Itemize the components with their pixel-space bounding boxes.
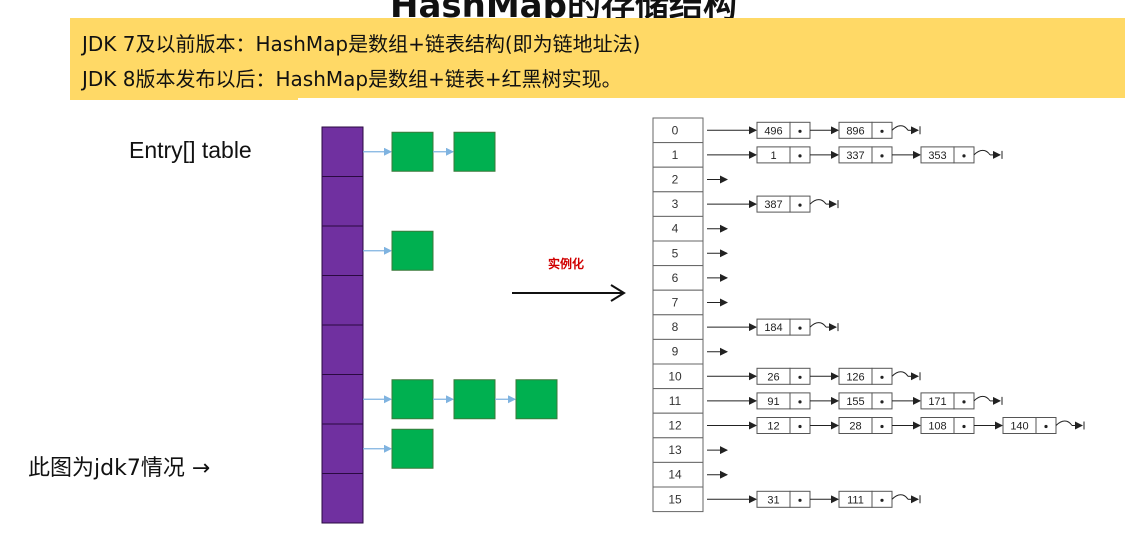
node-pointer-dot xyxy=(880,154,884,158)
node-pointer-dot xyxy=(880,498,884,502)
entry-node xyxy=(391,131,434,172)
bucket-index: 2 xyxy=(672,173,679,187)
tail-curve xyxy=(809,322,827,328)
entry-node xyxy=(453,131,496,172)
tail-curve xyxy=(1055,420,1073,426)
node-pointer-dot xyxy=(880,375,884,379)
bucket-index: 4 xyxy=(672,222,679,236)
tail-curve xyxy=(809,199,827,205)
bucket-index: 5 xyxy=(672,246,679,260)
node-value: 337 xyxy=(846,150,864,162)
bucket-index: 7 xyxy=(672,296,679,310)
node-value: 108 xyxy=(928,421,946,433)
node-value: 12 xyxy=(767,421,779,433)
node-pointer-dot xyxy=(798,424,802,429)
instantiate-arrow-group: 实例化 xyxy=(512,256,626,302)
entry-table-cell xyxy=(321,473,364,524)
bucket-index: 12 xyxy=(668,419,682,433)
entry-table-cell xyxy=(321,324,364,375)
node-pointer-dot xyxy=(962,400,966,404)
node-pointer-dot xyxy=(880,400,884,404)
bucket-cell xyxy=(652,486,704,513)
version-notes-box: JDK 7及以前版本：HashMap是数组+链表结构(即为链地址法) JDK 8… xyxy=(70,18,1125,98)
jdk7-note: JDK 7及以前版本：HashMap是数组+链表结构(即为链地址法) xyxy=(82,32,641,56)
node-pointer-dot xyxy=(798,203,802,207)
tail-curve xyxy=(973,149,991,156)
entry-table-cell xyxy=(321,126,364,177)
bucket-cell xyxy=(652,289,704,316)
instantiate-label: 实例化 xyxy=(548,256,584,271)
entry-node xyxy=(453,379,496,420)
bucket-cell xyxy=(652,191,704,217)
entry-table-cell xyxy=(321,225,364,276)
entry-table-cell xyxy=(321,374,364,425)
node-pointer-dot xyxy=(798,400,802,404)
bucket-index: 14 xyxy=(668,468,682,482)
instantiate-arrow-head xyxy=(610,284,626,302)
bucket-index: 0 xyxy=(672,123,679,137)
tail-curve xyxy=(891,125,909,131)
bucket-cell xyxy=(652,117,704,144)
node-value: 1 xyxy=(770,150,776,162)
node-pointer-dot xyxy=(1044,424,1048,429)
node-pointer-dot xyxy=(798,154,802,158)
node-pointer-dot xyxy=(798,375,802,379)
entry-table-label: Entry[] table xyxy=(129,137,252,163)
entry-table-cell xyxy=(321,423,364,474)
entry-node xyxy=(391,379,434,420)
bucket-index: 3 xyxy=(672,197,679,211)
bucket-index: 1 xyxy=(672,148,679,162)
bucket-cell xyxy=(652,142,704,168)
node-value: 896 xyxy=(846,125,864,137)
node-value: 387 xyxy=(764,199,782,211)
notes-box-tail xyxy=(70,98,298,100)
entry-table-cell xyxy=(321,176,364,227)
node-pointer-dot xyxy=(798,498,802,502)
tail-curve xyxy=(973,395,991,402)
bucket-index: 11 xyxy=(669,394,682,408)
entry-table-cell xyxy=(321,275,364,326)
node-value: 26 xyxy=(767,371,779,383)
entry-node xyxy=(391,428,434,469)
bucket-index: 8 xyxy=(672,320,679,334)
bucket-index: 9 xyxy=(672,345,679,359)
entry-node xyxy=(391,230,434,271)
node-value: 184 xyxy=(764,322,782,334)
node-value: 140 xyxy=(1010,421,1028,433)
entry-node xyxy=(515,379,558,420)
node-value: 171 xyxy=(928,396,946,408)
node-pointer-dot xyxy=(880,424,884,429)
bucket-index: 13 xyxy=(668,443,682,457)
node-value: 91 xyxy=(767,396,779,408)
tail-curve xyxy=(891,371,909,377)
node-value: 28 xyxy=(849,421,861,433)
jdk7-structure xyxy=(321,126,558,524)
bucket-cell xyxy=(652,461,704,488)
bucket-index: 15 xyxy=(668,492,682,506)
node-value: 496 xyxy=(764,125,782,137)
bucket-index: 10 xyxy=(668,369,682,383)
node-pointer-dot xyxy=(798,129,802,133)
node-pointer-dot xyxy=(962,424,966,429)
node-pointer-dot xyxy=(962,154,966,158)
jdk7-caption: 此图为jdk7情况 → xyxy=(28,456,211,481)
bucket-index: 6 xyxy=(672,271,679,285)
node-value: 155 xyxy=(846,396,864,408)
node-pointer-dot xyxy=(880,129,884,133)
node-pointer-dot xyxy=(798,326,802,330)
jdk8-note: JDK 8版本发布以后：HashMap是数组+链表+红黑树实现。 xyxy=(82,67,622,91)
node-value: 31 xyxy=(767,494,779,506)
tail-curve xyxy=(891,494,909,500)
node-value: 353 xyxy=(928,150,946,162)
node-value: 126 xyxy=(846,371,864,383)
node-value: 111 xyxy=(847,494,864,506)
